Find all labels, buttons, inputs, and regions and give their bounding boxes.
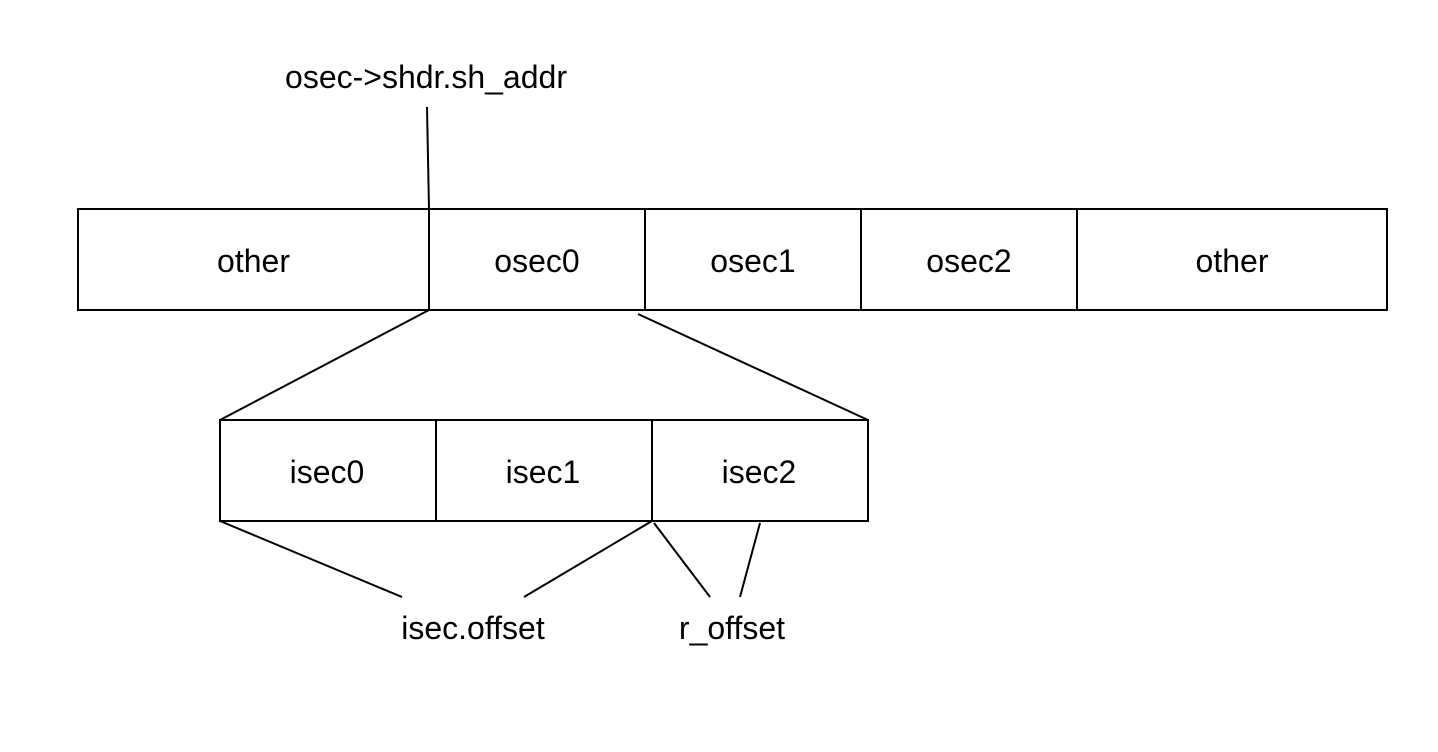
r-offset-label: r_offset	[679, 610, 785, 646]
input-cell-isec1-label: isec1	[506, 454, 581, 490]
output-cell-osec0	[428, 208, 646, 311]
output-cell-osec1	[644, 208, 862, 311]
expand-line-right	[637, 313, 869, 421]
output-cell-osec2	[860, 208, 1078, 311]
input-cell-isec0-label: isec0	[290, 454, 365, 490]
input-cell-isec2	[651, 419, 869, 522]
output-cell-osec2-label: osec2	[926, 243, 1011, 279]
input-cell-isec1	[435, 419, 653, 522]
isec-offset-label: isec.offset	[401, 610, 545, 646]
output-cell-osec0-label: osec0	[494, 243, 579, 279]
input-cell-isec2-label: isec2	[722, 454, 797, 490]
sh-addr-pointer-line	[426, 106, 430, 210]
output-cell-other-right	[1076, 208, 1388, 311]
sh-addr-label: osec->shdr.sh_addr	[285, 59, 567, 95]
r-offset-line-left	[653, 522, 711, 598]
input-cell-isec0	[219, 419, 437, 522]
output-cell-other-left	[77, 208, 430, 311]
isec-offset-line-left	[219, 520, 403, 598]
output-cell-other-left-label: other	[217, 243, 290, 279]
isec-offset-line-right	[523, 520, 653, 598]
output-sections-row: other osec0 osec1 osec2 other	[77, 208, 1388, 311]
r-offset-line-right	[739, 522, 761, 598]
output-cell-other-right-label: other	[1196, 243, 1269, 279]
output-cell-osec1-label: osec1	[710, 243, 795, 279]
input-sections-row: isec0 isec1 isec2	[219, 419, 869, 522]
expand-line-left	[219, 309, 430, 421]
